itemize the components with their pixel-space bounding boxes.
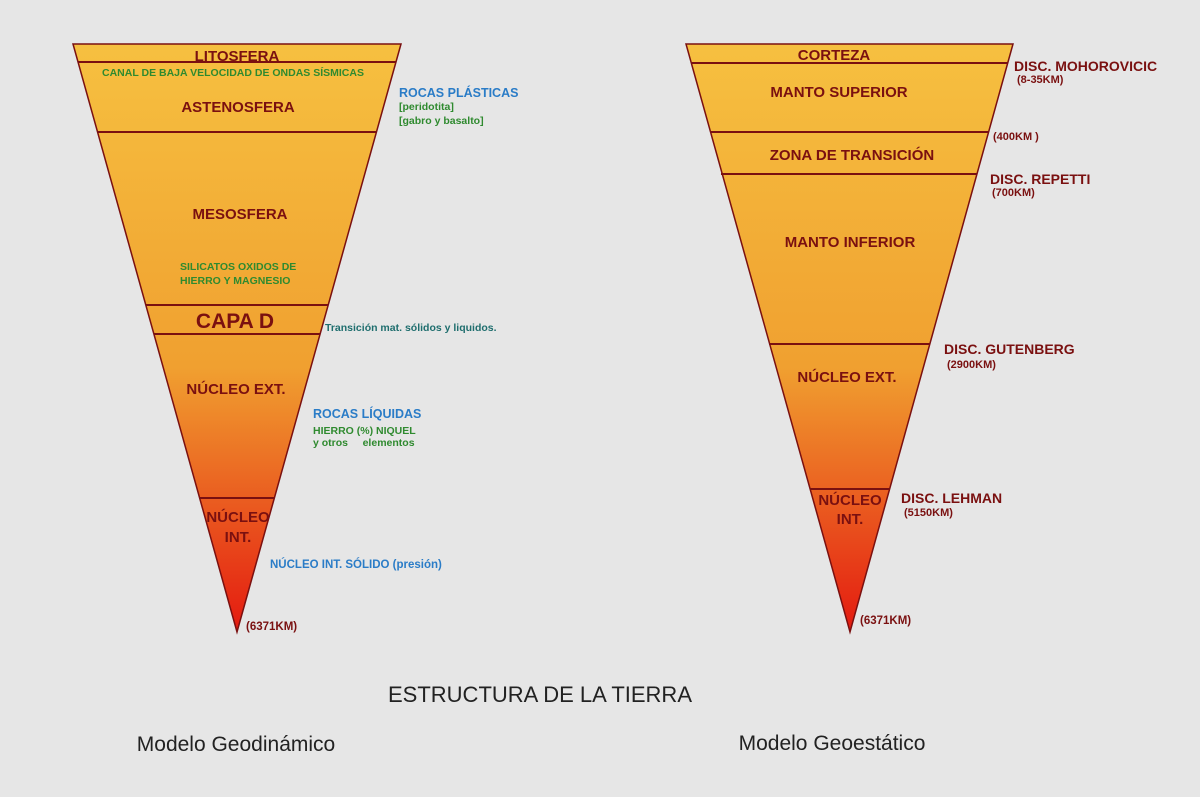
disc-repetti-depth: (700KM) [992, 187, 1035, 199]
layer-manto-superior: MANTO SUPERIOR [770, 84, 907, 101]
caption-geodynamic: Modelo Geodinámico [137, 733, 335, 756]
layer-nucleo-int-right-line1: NÚCLEO [818, 491, 882, 509]
note-peridotita: [peridotita] [399, 101, 454, 113]
layer-capa-d: CAPA D [196, 310, 274, 333]
layer-nucleo-int-line1: NÚCLEO [206, 508, 270, 526]
note-rocas-liquidas: ROCAS LÍQUIDAS [313, 406, 421, 421]
layer-mesosfera: MESOSFERA [192, 206, 287, 223]
geostatic-model: CORTEZA MANTO SUPERIOR ZONA DE TRANSICIÓ… [685, 43, 1157, 635]
disc-mohorovicic-depth: (8-35KM) [1017, 74, 1064, 86]
disc-repetti: DISC. REPETTI [990, 171, 1090, 187]
layer-silicatos-line2: HIERRO Y MAGNESIO [180, 275, 290, 287]
geostatic-cone [685, 43, 1014, 635]
disc-gutenberg: DISC. GUTENBERG [944, 341, 1075, 357]
disc-mohorovicic: DISC. MOHOROVICIC [1014, 58, 1157, 74]
note-depth-6371-right: (6371KM) [860, 615, 911, 627]
note-otros-elementos: y otros elementos [313, 437, 415, 449]
layer-nucleo-int-right-line2: INT. [837, 511, 864, 528]
note-transicion: Transición mat. sólidos y liquidos. [325, 322, 497, 334]
caption-geostatic: Modelo Geoestático [739, 732, 926, 755]
depth-400km: (400KM ) [993, 131, 1039, 143]
layer-astenosfera: ASTENOSFERA [181, 99, 295, 116]
disc-lehman-depth: (5150KM) [904, 507, 953, 519]
layer-nucleo-int-line2: INT. [225, 529, 252, 546]
note-rocas-plasticas: ROCAS PLÁSTICAS [399, 85, 518, 100]
disc-lehman: DISC. LEHMAN [901, 490, 1002, 506]
layer-canal-baja-velocidad: CANAL DE BAJA VELOCIDAD DE ONDAS SÍSMICA… [102, 66, 364, 79]
geodynamic-model: LITOSFERA CANAL DE BAJA VELOCIDAD DE OND… [72, 43, 518, 635]
note-hierro-niquel: HIERRO (%) NIQUEL [313, 425, 416, 437]
disc-gutenberg-depth: (2900KM) [947, 359, 996, 371]
note-nucleo-int-solido: NÚCLEO INT. SÓLIDO (presión) [270, 558, 442, 571]
note-depth-6371-left: (6371KM) [246, 621, 297, 633]
layer-corteza: CORTEZA [798, 47, 871, 64]
layer-zona-transicion: ZONA DE TRANSICIÓN [770, 146, 934, 164]
layer-nucleo-ext-right: NÚCLEO EXT. [797, 368, 896, 386]
note-gabro-basalto: [gabro y basalto] [399, 115, 484, 127]
layer-manto-inferior: MANTO INFERIOR [785, 234, 916, 251]
layer-litosfera: LITOSFERA [195, 48, 280, 65]
figure-title: ESTRUCTURA DE LA TIERRA [388, 682, 692, 707]
layer-nucleo-ext: NÚCLEO EXT. [186, 380, 285, 398]
layer-silicatos-line1: SILICATOS OXIDOS DE [180, 261, 296, 273]
geodynamic-cone [72, 43, 402, 635]
